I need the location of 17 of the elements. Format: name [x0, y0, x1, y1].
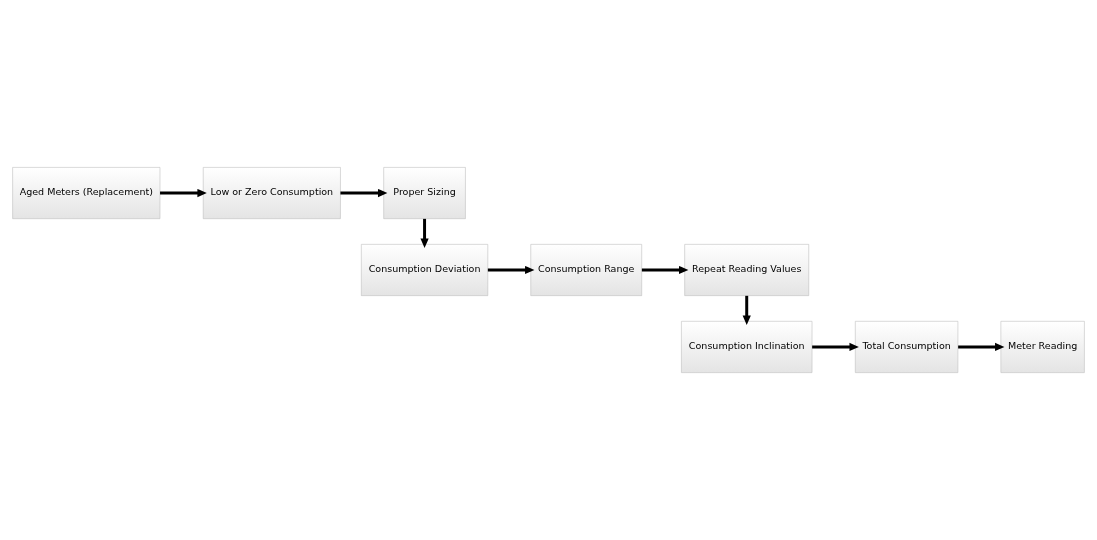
- node-box: Total Consumption: [855, 321, 959, 373]
- arrow: [958, 342, 1005, 352]
- arrow: [487, 265, 535, 275]
- node-box: Aged Meters (Replacement): [12, 167, 161, 219]
- arrow: [340, 188, 388, 198]
- node-box: Consumption Range: [530, 244, 642, 296]
- arrow: [160, 188, 207, 198]
- node-box: Low or Zero Consumption: [202, 167, 341, 219]
- arrow: [641, 265, 689, 275]
- arrow: [742, 295, 751, 325]
- arrow: [812, 342, 859, 352]
- node-box: Proper Sizing: [383, 167, 466, 219]
- node-box: Consumption Inclination: [681, 321, 813, 373]
- node-box: Repeat Reading Values: [684, 244, 810, 296]
- node-box: Consumption Deviation: [361, 244, 489, 296]
- node-box: Meter Reading: [1000, 321, 1085, 373]
- arrow: [420, 218, 429, 248]
